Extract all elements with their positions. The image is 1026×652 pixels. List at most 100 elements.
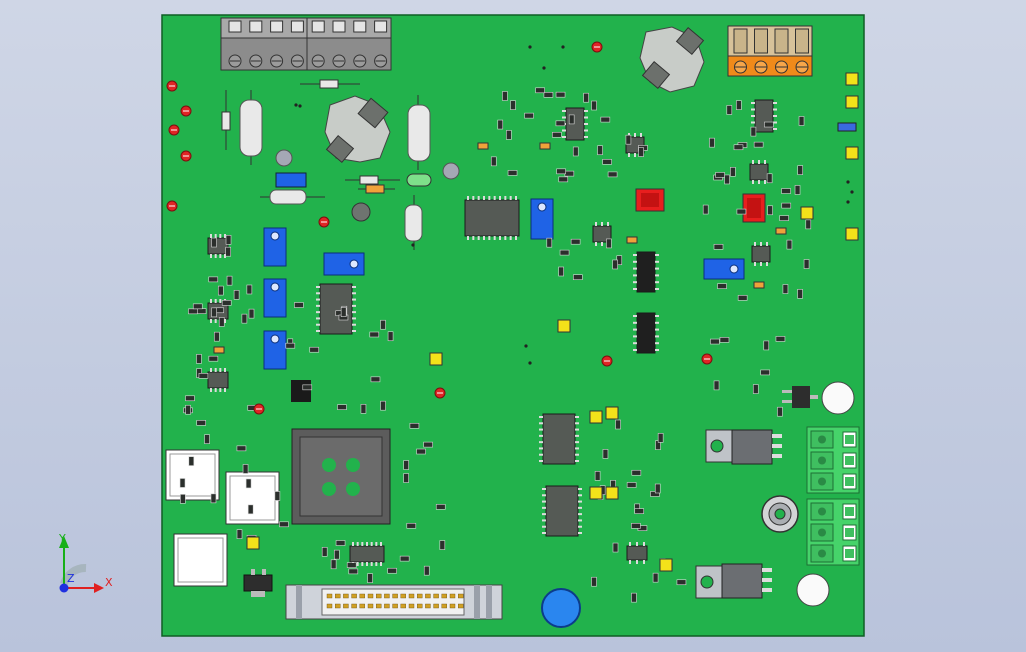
pcb-board[interactable] [161,14,865,637]
smd-resistor [543,92,554,98]
terminal-screw [818,456,826,465]
smd-resistor [568,114,575,125]
smd-resistor [752,384,759,394]
resistor-vertical-middle[interactable] [407,95,431,170]
relay-left[interactable] [324,95,391,164]
smd-resistor [570,238,581,245]
terminal-block-top-right[interactable] [727,25,813,77]
yellow-component [659,558,673,572]
via-dot [846,200,850,204]
smd-resistor [775,336,786,342]
terminal-block-top-left[interactable] [220,17,392,71]
smd-resistor [245,478,252,489]
ic-pin [504,236,507,240]
smd-resistor [702,204,709,215]
smd-resistor [409,422,420,429]
ic-pin [509,236,512,240]
terminal-slot [249,20,263,33]
relay-right[interactable] [639,26,705,93]
smd-resistor [369,331,380,338]
trimmer-body [703,258,745,280]
ic-pin [636,542,638,546]
resistor-horizontal-left[interactable] [260,189,325,205]
ic-pin [316,330,320,332]
header-pin [343,603,349,609]
ic-pin [477,196,480,200]
round-part-white-1[interactable] [821,381,855,415]
voltage-regulator-upper[interactable] [705,429,782,465]
round-part-gray-3[interactable] [351,202,371,222]
resistor-vertical-lower[interactable] [404,195,423,250]
inductor-toroid[interactable] [761,495,799,533]
resistor-vertical-left[interactable] [239,90,263,165]
yellow-component [246,536,260,550]
ic-pin [214,254,217,258]
status-leds-red[interactable] [635,188,766,223]
ic-pin [655,288,659,290]
ic-pin [352,542,354,546]
smd-resistor [709,137,715,148]
ic-pin [634,133,636,137]
terminal-clamp [845,528,854,537]
ic-pin [352,304,356,307]
smd-resistor [781,188,791,194]
ribbon-header-bottom[interactable] [285,584,503,620]
trimmer-screw [537,202,547,212]
ic-pin [760,262,762,266]
smd-resistor [340,307,347,317]
plcc-socket[interactable] [291,428,391,525]
round-part-blue-bottom[interactable] [541,588,581,628]
trimmer-potentiometers[interactable] [263,198,745,370]
ic-pin [607,222,609,226]
ic-pin [352,292,356,295]
smd-resistor [188,456,195,466]
round-part-white-2[interactable] [796,573,830,607]
ic-package [319,283,353,335]
smd-resistor [710,338,720,345]
ic-pin [629,560,631,564]
header-pin [417,593,423,599]
ic-pin [361,542,364,546]
axis-x-label: X [105,576,113,589]
ic-pin [352,317,356,320]
smd-resistor [196,354,202,364]
ic-pin [219,388,222,392]
small-axial-components[interactable] [221,79,432,194]
ic-pin [542,519,546,522]
terminal-blocks-right[interactable] [806,426,860,566]
ic-pin [584,136,588,138]
via-dot [411,243,415,247]
ic-pin [493,196,496,200]
terminal-slot [270,20,284,33]
trimmer-top-blue[interactable] [275,172,307,188]
ic-pin [210,254,212,258]
white-square-components[interactable] [165,449,280,587]
ic-pin [539,416,543,418]
smd-resistor [736,100,742,110]
transistor-sot-right[interactable] [782,386,818,408]
ic-pin [595,222,597,226]
header-pin [367,603,374,609]
smd-resistor [490,156,497,167]
smd-resistor [676,579,687,586]
orange-capacitor [775,227,787,235]
ic-pin [316,323,320,326]
voltage-regulator-lower[interactable] [695,563,772,599]
round-part-gray-1[interactable] [275,149,293,167]
ic-pin [773,115,777,117]
ic-pin [633,349,637,351]
round-part-gray-2[interactable] [442,162,460,180]
smd-resistor [797,165,804,175]
smd-resistor [600,116,611,123]
smd-resistor [591,576,597,587]
ic-pin [575,422,579,425]
header-pin [441,593,447,599]
header-pin [417,603,423,609]
transistor-sot-bottom[interactable] [243,569,273,597]
smd-resistor [225,246,231,257]
ic-pin [595,242,597,246]
smd-resistor [279,521,289,528]
ic-pin [751,121,755,124]
terminal-slot [774,28,789,54]
